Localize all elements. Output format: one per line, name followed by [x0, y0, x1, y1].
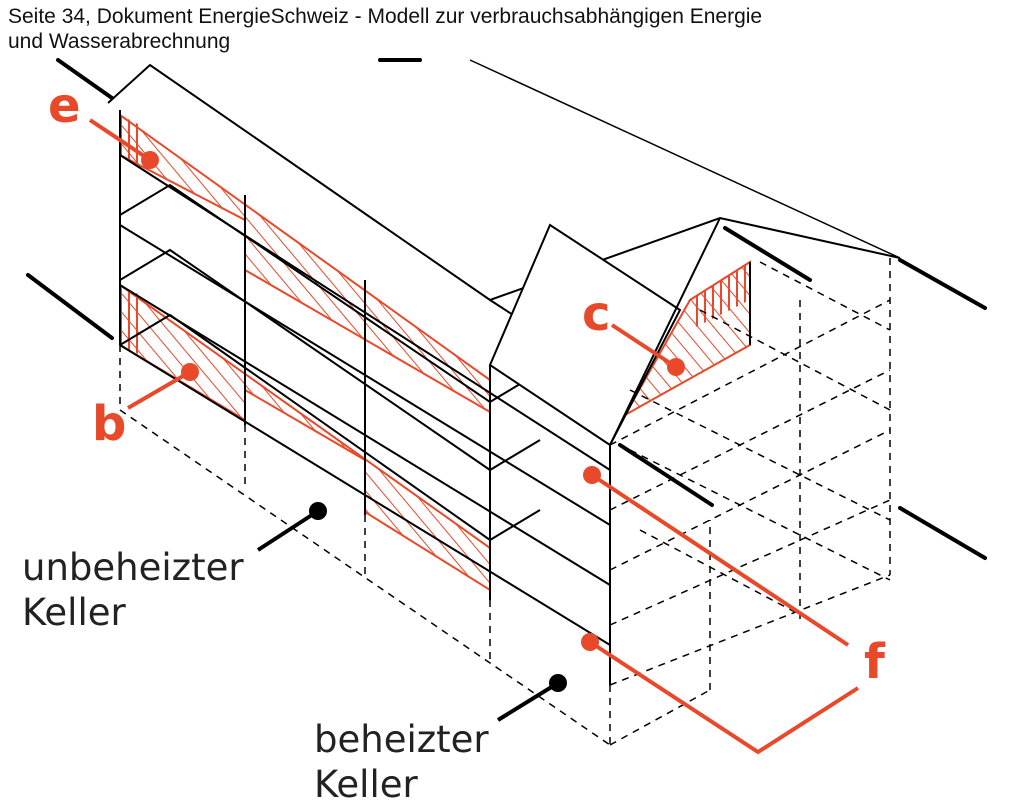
roof-extra: [469, 59, 901, 259]
label-unheated-line1: unbeheizter: [22, 546, 244, 589]
zone-b-hatch: [119, 283, 491, 592]
label-c: c: [582, 286, 610, 342]
slab-3: [119, 313, 541, 542]
callout-c: c: [582, 286, 685, 376]
zone-e-end-hatch: [120, 115, 140, 165]
label-heated-line1: beheizter: [314, 718, 489, 761]
roof-top: [107, 63, 901, 302]
slab-2: [119, 248, 541, 472]
callout-e: e: [48, 78, 159, 169]
building-outline: [107, 63, 901, 685]
floor-line-4: [119, 344, 611, 646]
callout-unheated-basement: unbeheizter Keller: [22, 502, 327, 634]
basement-dashed-lines: [119, 258, 891, 746]
callout-f-dot-upper: [583, 466, 601, 484]
label-heated-line2: Keller: [314, 763, 419, 803]
label-f: f: [864, 634, 886, 690]
floor-line-3: [119, 284, 611, 586]
callout-b: b: [92, 363, 199, 452]
header-line-1: Seite 34, Dokument EnergieSchweiz - Mode…: [8, 5, 763, 28]
slab-1: [119, 183, 541, 404]
neighbour-stubs: [26, 58, 987, 560]
label-b: b: [92, 396, 126, 452]
callout-f-dot-lower: [581, 633, 599, 651]
callout-heated-dot: [549, 674, 567, 692]
label-e: e: [48, 78, 81, 134]
document-header: Seite 34, Dokument EnergieSchweiz - Mode…: [8, 4, 998, 54]
zone-b-end-hatch: [120, 285, 140, 355]
label-unheated-line2: Keller: [22, 591, 127, 634]
callout-unheated-dot: [309, 502, 327, 520]
callout-f: f: [581, 466, 886, 755]
dormer: [488, 223, 682, 447]
callout-c-dot: [667, 358, 685, 376]
callout-b-dot: [181, 363, 199, 381]
roof-side: [609, 217, 721, 446]
header-line-2: und Wasserabrechnung: [8, 30, 231, 53]
floor-line-2: [119, 224, 611, 526]
callout-e-dot: [141, 151, 159, 169]
callout-heated-basement: beheizter Keller: [314, 674, 567, 803]
